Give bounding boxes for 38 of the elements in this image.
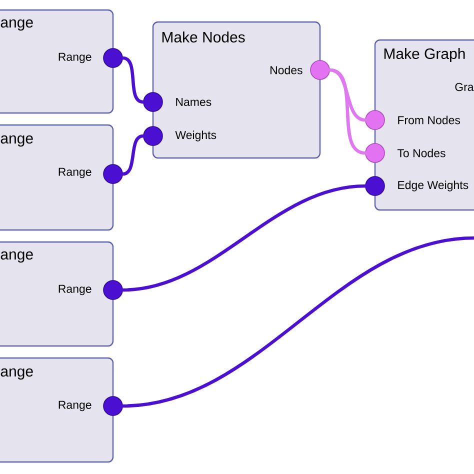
port-label: Range <box>58 168 92 178</box>
port-label: From Nodes <box>398 116 460 124</box>
wire <box>121 236 474 408</box>
port-circle <box>143 126 163 146</box>
port-circle <box>365 110 385 130</box>
node-title: ange <box>0 19 33 31</box>
node-box <box>152 21 321 159</box>
node-box <box>0 241 114 347</box>
wire <box>121 134 145 176</box>
port-label: Range <box>58 400 92 412</box>
port-label: Gra <box>455 82 474 92</box>
node-title: ange <box>0 251 33 263</box>
node-box <box>374 39 474 211</box>
port-circle <box>103 396 123 416</box>
port-label: Weights <box>175 130 216 142</box>
wire <box>328 68 367 155</box>
node-title: Make Graph <box>384 48 465 62</box>
node-box <box>0 357 114 463</box>
port-label: Nodes <box>270 66 302 74</box>
port-circle <box>365 143 385 163</box>
port-circle <box>310 60 330 80</box>
port-circle <box>103 280 123 300</box>
node-box <box>0 124 114 231</box>
port-label: Range <box>58 284 92 296</box>
port-label: To Nodes <box>397 148 446 158</box>
wire <box>121 56 145 104</box>
node-title: ange <box>0 368 33 380</box>
port-circle <box>365 176 385 196</box>
port-label: Range <box>58 52 92 64</box>
port-label: Names <box>176 98 212 106</box>
wire <box>121 184 367 292</box>
port-label: Edge Weights <box>398 180 468 192</box>
port-circle <box>103 48 123 68</box>
node-title: ange <box>0 135 33 147</box>
port-circle <box>143 92 163 112</box>
node-box <box>0 9 114 114</box>
node-title: Make Nodes <box>162 32 245 42</box>
port-circle <box>103 164 123 184</box>
